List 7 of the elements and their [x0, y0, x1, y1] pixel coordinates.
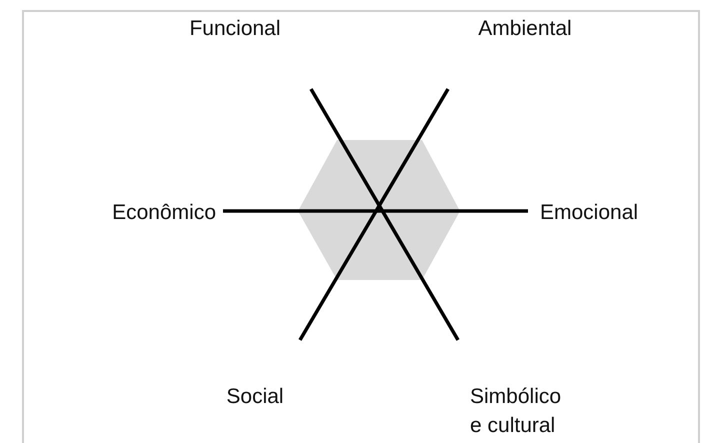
- axis-label: Econômico: [56, 198, 216, 227]
- axis-label: Social: [205, 382, 305, 411]
- axis-label: Funcional: [170, 14, 300, 43]
- axis-label: Ambiental: [455, 14, 595, 43]
- axis-label: Simbólico e cultural: [470, 382, 570, 440]
- axis-line: [223, 209, 528, 213]
- axis-label: Emocional: [540, 198, 700, 227]
